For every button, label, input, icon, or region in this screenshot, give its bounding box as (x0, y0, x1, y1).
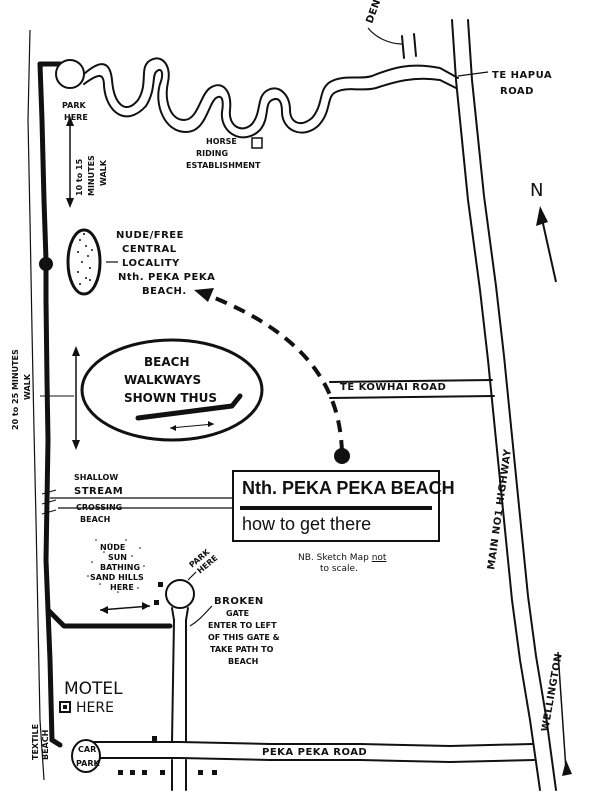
walkway-broken-gate (45, 607, 173, 629)
peka-road-label: PEKA PEKA ROAD (262, 747, 367, 758)
te-hapua-label-1: TE HAPUA (492, 70, 552, 81)
car-park-label-2: PARK (76, 759, 100, 768)
sun-label-1: NUDE (100, 543, 125, 552)
highway-right-edge (467, 19, 557, 791)
denhams-road-label: DENHAMS RD (364, 0, 402, 25)
legend-line-3: SHOWN THUS (124, 391, 217, 405)
peka-peka-road-top (91, 741, 533, 747)
walk-10-label-1: 10 to 15 (75, 158, 84, 196)
winding-road-outer (83, 57, 459, 130)
stream-label-1: SHALLOW (74, 473, 118, 482)
gate-pointer (189, 605, 213, 627)
textile-label-2: BEACH (41, 730, 50, 760)
highway-left-edge (451, 19, 541, 791)
sun-label-2: SUN (108, 553, 127, 562)
denhams-road-left (401, 35, 405, 59)
legend-line-1: BEACH (144, 355, 189, 369)
legend-arrow (169, 421, 215, 431)
gate-label-1: BROKEN (214, 596, 264, 607)
walk-10-label-2: MINUTES (87, 155, 96, 196)
textile-label-1: TEXTILE (31, 724, 40, 760)
scale-note-prefix: NB. Sketch Map (298, 553, 369, 563)
denhams-pointer (367, 27, 403, 45)
scale-note: NB. Sketch Map not to scale. (298, 553, 386, 575)
stream-label-4: BEACH (80, 515, 110, 524)
walk-20-label-1: 20 to 25 MINUTES (11, 349, 20, 430)
walk-20-label-2: WALK (23, 373, 32, 400)
stream-ticks (41, 489, 57, 515)
nude-label-1: NUDE/FREE (116, 230, 184, 241)
coast-walkway-north (37, 61, 55, 743)
gate-road-to-circle-l (171, 607, 175, 621)
nude-label-4: Nth. PEKA PEKA (118, 272, 215, 283)
nude-beach-oval (66, 228, 102, 296)
park-bottom-pointer (187, 571, 197, 581)
gate-road-left (171, 619, 175, 743)
nude-label-3: LOCALITY (122, 258, 180, 269)
dashed-arrow-origin (334, 448, 350, 464)
te-kowhai-road-top (329, 379, 493, 383)
sun-label-3: BATHING (100, 563, 140, 572)
sand-hills-dots (87, 539, 145, 593)
gate-label-2: GATE (226, 609, 249, 618)
te-hapua-label-2: ROAD (500, 86, 534, 97)
north-arrow (536, 206, 557, 283)
stream-label-3: CROSSING (76, 503, 122, 512)
map-title: Nth. PEKA PEKA BEACH (242, 478, 455, 498)
te-kowhai-label: TE KOWHAI ROAD (340, 382, 446, 393)
motel-label-1: MOTEL (64, 679, 123, 699)
legend-line-2: WALKWAYS (124, 373, 201, 387)
nude-label-5: BEACH. (142, 286, 187, 297)
map-subtitle: how to get there (242, 514, 372, 534)
legend-ellipse (80, 338, 264, 442)
gate-label-4: OF THIS GATE & (208, 633, 280, 642)
te-hapua-pointer (457, 71, 489, 77)
park-here-top-label-2: HERE (64, 113, 88, 122)
walk-20-arrow (40, 346, 80, 450)
park-circle-bottom (165, 579, 195, 609)
denhams-road-right (413, 33, 417, 57)
wellington-arrow (557, 651, 572, 776)
winding-road-inner (83, 68, 457, 139)
park-circle-top (55, 59, 85, 89)
gate-label-3: ENTER TO LEFT (208, 621, 277, 630)
motel-label-2: HERE (76, 700, 114, 716)
sun-label-5: HERE (110, 583, 134, 592)
gate-label-6: BEACH (228, 657, 258, 666)
te-kowhai-road-bottom (329, 395, 495, 399)
walk-10-arrow (66, 116, 74, 208)
peka-peka-road-bottom (91, 757, 535, 763)
nude-label-2: CENTRAL (122, 244, 177, 255)
walk-10-label-3: WALK (99, 159, 108, 186)
car-park-label-1: CAR (78, 745, 96, 754)
horse-label-2: RIDING (196, 149, 228, 158)
title-box: Nth. PEKA PEKA BEACH how to get there (232, 470, 455, 542)
nude-beach-dots (77, 233, 93, 285)
title-rule (240, 506, 432, 510)
dashed-arrow-head (194, 288, 214, 302)
scale-note-emph: not (371, 553, 387, 563)
gate-arrow (99, 602, 151, 614)
car-park-circle (71, 739, 101, 773)
nude-beach-marker (39, 257, 53, 271)
beach-edge-line (27, 29, 45, 781)
coast-walkway-south (49, 737, 63, 748)
stream-label-2: STREAM (74, 486, 123, 497)
building-squares (118, 582, 217, 775)
park-here-top-label-1: PARK (62, 101, 86, 110)
north-label: N (530, 180, 543, 201)
horse-riding-marker (251, 137, 263, 149)
sun-label-4: SAND HILLS (90, 573, 144, 582)
highway-label: MAIN NO1 HIGHWAY (486, 448, 514, 570)
horse-label-3: ESTABLISHMENT (186, 161, 261, 170)
legend-walkway-sample (135, 393, 243, 421)
gate-road-to-circle-r (185, 607, 189, 621)
scale-note-suffix: to scale. (320, 564, 358, 574)
dashed-pointer-arrow (209, 294, 344, 453)
gate-label-5: TAKE PATH TO (210, 645, 274, 654)
horse-label-1: HORSE (206, 137, 237, 146)
